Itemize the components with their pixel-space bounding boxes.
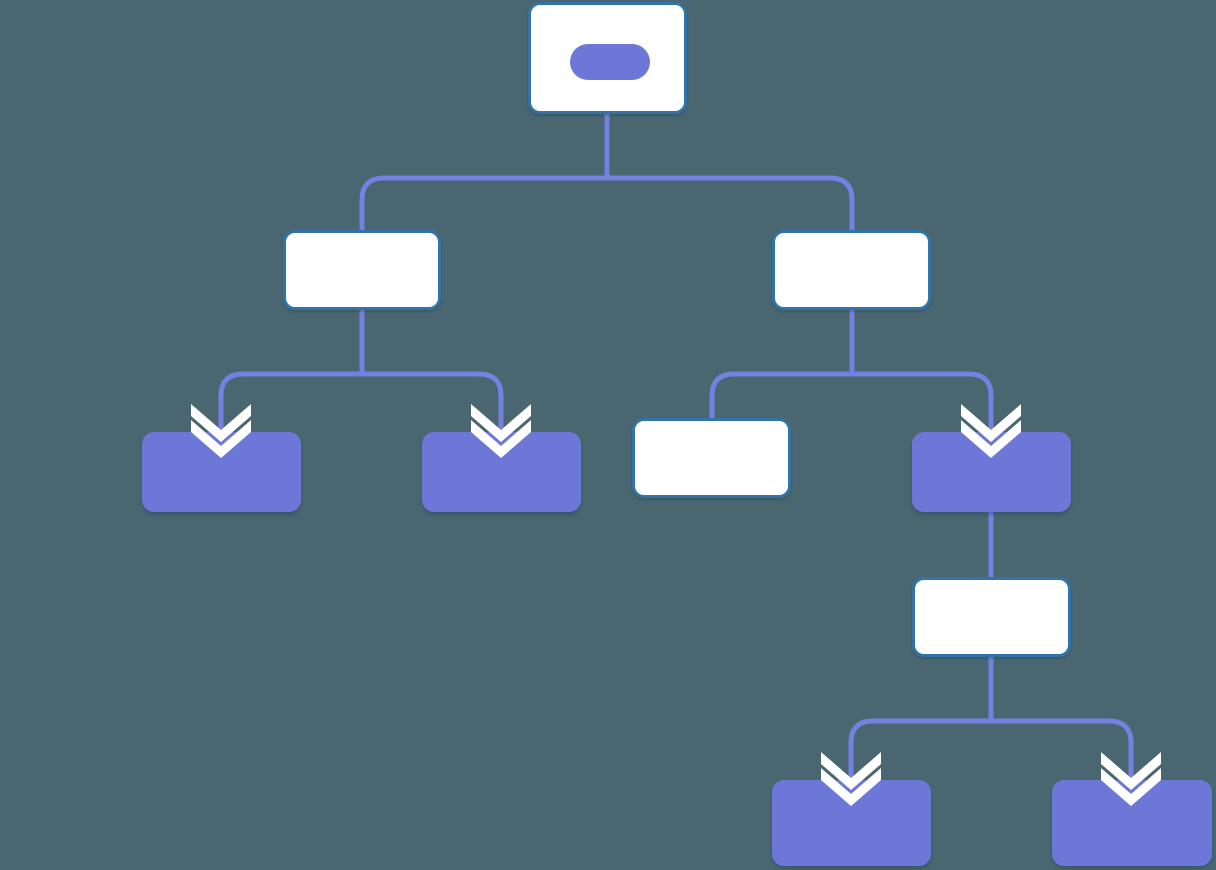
- node-level2-right[interactable]: [772, 230, 931, 310]
- edge-root-to-right: [607, 175, 855, 230]
- node-leaf-4[interactable]: [772, 780, 931, 866]
- node-leaf-5[interactable]: [1052, 780, 1212, 866]
- node-root[interactable]: [528, 2, 687, 114]
- node-level2-left[interactable]: [283, 230, 441, 310]
- node-branch-right[interactable]: [912, 432, 1071, 512]
- node-leaf-3-white[interactable]: [632, 418, 791, 498]
- node-level4-white[interactable]: [912, 577, 1071, 657]
- edge-root-to-left: [359, 175, 607, 230]
- node-leaf-1[interactable]: [142, 432, 301, 512]
- edge-right-to-child1: [709, 371, 852, 420]
- node-leaf-2[interactable]: [422, 432, 581, 512]
- root-pill-shape: [570, 44, 650, 80]
